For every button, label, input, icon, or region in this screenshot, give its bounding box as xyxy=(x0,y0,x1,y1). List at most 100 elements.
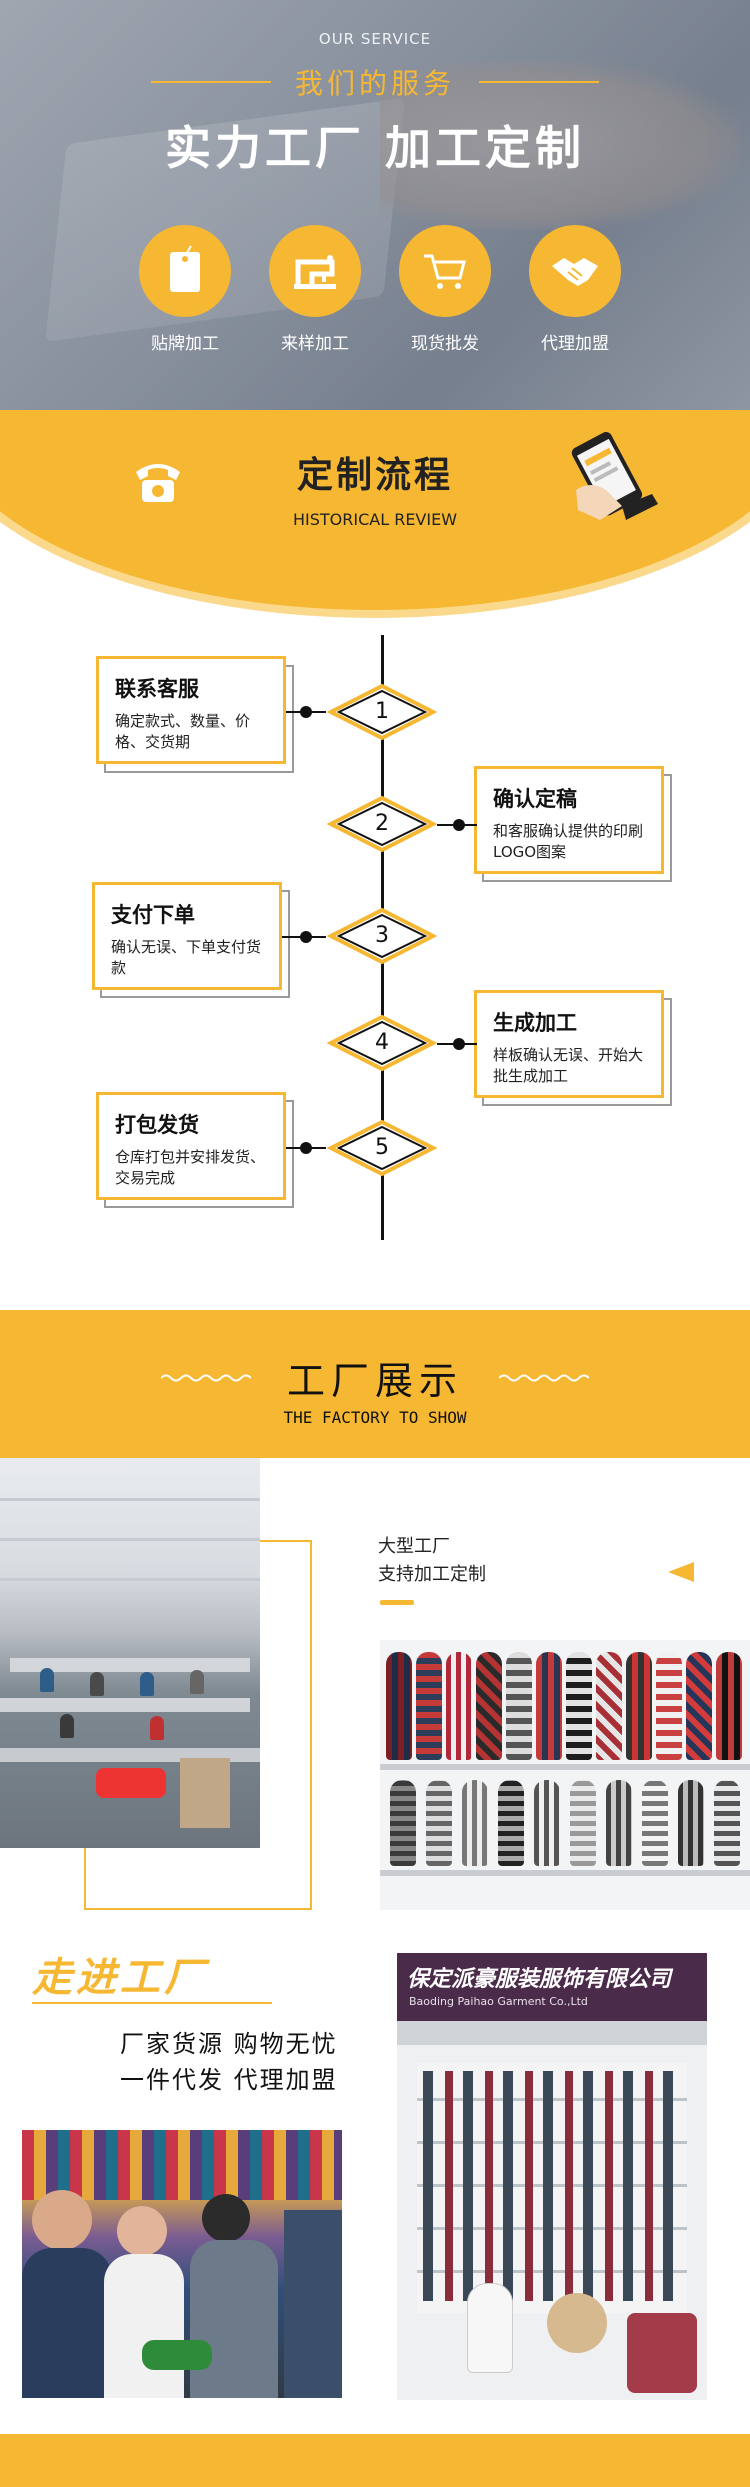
walk-into-factory-title: 走进工厂 xyxy=(32,1955,208,2001)
walk-into-factory-text: 厂家货源 购物无忧 一件代发 代理加盟 xyxy=(120,2026,338,2098)
glove xyxy=(476,1652,502,1760)
tag-icon xyxy=(139,225,231,317)
step-desc: 确认无误、下单支付货款 xyxy=(111,938,262,977)
display-rack xyxy=(380,1764,750,1770)
step-desc: 样板确认无误、开始大批生成加工 xyxy=(493,1046,644,1085)
workbench-row xyxy=(0,1698,250,1712)
exhibition-booth-photo: 保定派豪服装服饰有限公司 Baoding Paihao Garment Co.,… xyxy=(397,1953,707,2400)
person-body xyxy=(190,2240,278,2398)
hero-subtitle-cn: 我们的服务 xyxy=(294,67,455,100)
person-body xyxy=(284,2210,342,2398)
person-body xyxy=(22,2248,112,2398)
sewing-machine-icon xyxy=(269,225,361,317)
factory-info-line2: 支持加工定制 xyxy=(378,1564,486,1585)
worker xyxy=(140,1672,154,1696)
red-fabric xyxy=(96,1768,166,1798)
telephone-icon xyxy=(136,464,180,502)
booth-company-name-en: Baoding Paihao Garment Co.,Ltd xyxy=(409,1995,588,2008)
mobile-hand-icon xyxy=(571,431,658,520)
step-number: 3 xyxy=(375,923,389,948)
factory-title: 工厂展示 xyxy=(286,1359,463,1403)
service-item-oem[interactable]: 贴牌加工 xyxy=(130,225,240,354)
glove xyxy=(536,1652,562,1760)
hero-subtitle-row: 我们的服务 xyxy=(0,62,750,102)
timeline-dot xyxy=(300,931,312,943)
worker xyxy=(60,1714,74,1738)
step-marker-1: 1 xyxy=(326,682,438,742)
step-marker-2: 2 xyxy=(326,794,438,854)
walk-text-line2: 一件代发 代理加盟 xyxy=(120,2066,338,2094)
glove xyxy=(714,1780,740,1866)
accent-dash xyxy=(380,1600,414,1605)
gloves-on-shelves xyxy=(423,2071,685,2301)
person-head xyxy=(202,2194,250,2242)
step-marker-5: 5 xyxy=(326,1118,438,1178)
factory-info-line1: 大型工厂 xyxy=(378,1536,450,1557)
step-number: 1 xyxy=(375,699,389,724)
person-body xyxy=(104,2254,184,2398)
glove xyxy=(678,1780,704,1866)
ceiling xyxy=(397,2021,707,2045)
step-desc: 确定款式、数量、价格、交货期 xyxy=(115,712,251,751)
service-label: 来样加工 xyxy=(281,334,349,354)
walk-text-line1: 厂家货源 购物无忧 xyxy=(120,2030,338,2058)
gloves-display-photo xyxy=(380,1640,750,1910)
ceiling-beam xyxy=(0,1578,260,1581)
service-item-wholesale[interactable]: 现货批发 xyxy=(390,225,500,354)
glove xyxy=(390,1780,416,1866)
glove xyxy=(642,1780,668,1866)
step-number: 5 xyxy=(375,1135,389,1160)
worker xyxy=(40,1668,54,1692)
step-title: 生成加工 xyxy=(493,1011,577,1035)
step-card-1: 联系客服 确定款式、数量、价格、交货期 xyxy=(96,656,286,764)
glove xyxy=(686,1652,712,1760)
white-chair xyxy=(467,2283,513,2373)
glove xyxy=(446,1652,472,1760)
display-rack xyxy=(380,1870,750,1876)
glove xyxy=(416,1652,442,1760)
service-item-sample[interactable]: 来样加工 xyxy=(260,225,370,354)
handshake-icon xyxy=(529,225,621,317)
worker xyxy=(150,1716,164,1740)
service-label: 现货批发 xyxy=(411,334,479,354)
step-title: 确认定稿 xyxy=(493,787,577,811)
service-label: 贴牌加工 xyxy=(151,334,219,354)
glove xyxy=(534,1780,560,1866)
step-title: 联系客服 xyxy=(115,677,199,701)
factory-floor-photo xyxy=(0,1458,260,1848)
glove xyxy=(386,1652,412,1760)
worker xyxy=(90,1672,104,1696)
process-title: 定制流程 xyxy=(296,455,453,496)
service-list: 贴牌加工 来样加工 现货批发 代理加盟 xyxy=(130,225,630,354)
glove xyxy=(570,1780,596,1866)
step-marker-3: 3 xyxy=(326,906,438,966)
service-label: 代理加盟 xyxy=(541,334,609,354)
booth-company-name: 保定派豪服装服饰有限公司 xyxy=(407,1967,672,1992)
glove xyxy=(426,1780,452,1866)
ceiling-beam xyxy=(0,1538,260,1541)
step-marker-4: 4 xyxy=(326,1013,438,1073)
flower-arrangement xyxy=(627,2313,697,2393)
glove xyxy=(656,1652,682,1760)
service-item-agency[interactable]: 代理加盟 xyxy=(520,225,630,354)
walk-title-underline xyxy=(32,2002,272,2004)
wavy-divider-left xyxy=(160,1374,251,1381)
timeline-dot xyxy=(300,706,312,718)
glove xyxy=(606,1780,632,1866)
step-card-4: 生成加工 样板确认无误、开始大批生成加工 xyxy=(474,990,664,1098)
cardboard-box xyxy=(180,1758,230,1828)
glove xyxy=(716,1652,742,1760)
workbench-row xyxy=(10,1658,250,1672)
hand-background xyxy=(380,60,740,230)
bottom-band xyxy=(0,2434,750,2487)
glove xyxy=(498,1780,524,1866)
step-number: 2 xyxy=(375,811,389,836)
wavy-divider-right xyxy=(499,1374,589,1381)
factory-banner xyxy=(0,1310,750,1458)
step-number: 4 xyxy=(375,1030,389,1055)
divider-right xyxy=(479,81,599,83)
hero-title: 实力工厂 加工定制 xyxy=(164,121,585,175)
plant xyxy=(142,2340,212,2370)
shopping-cart-icon xyxy=(399,225,491,317)
